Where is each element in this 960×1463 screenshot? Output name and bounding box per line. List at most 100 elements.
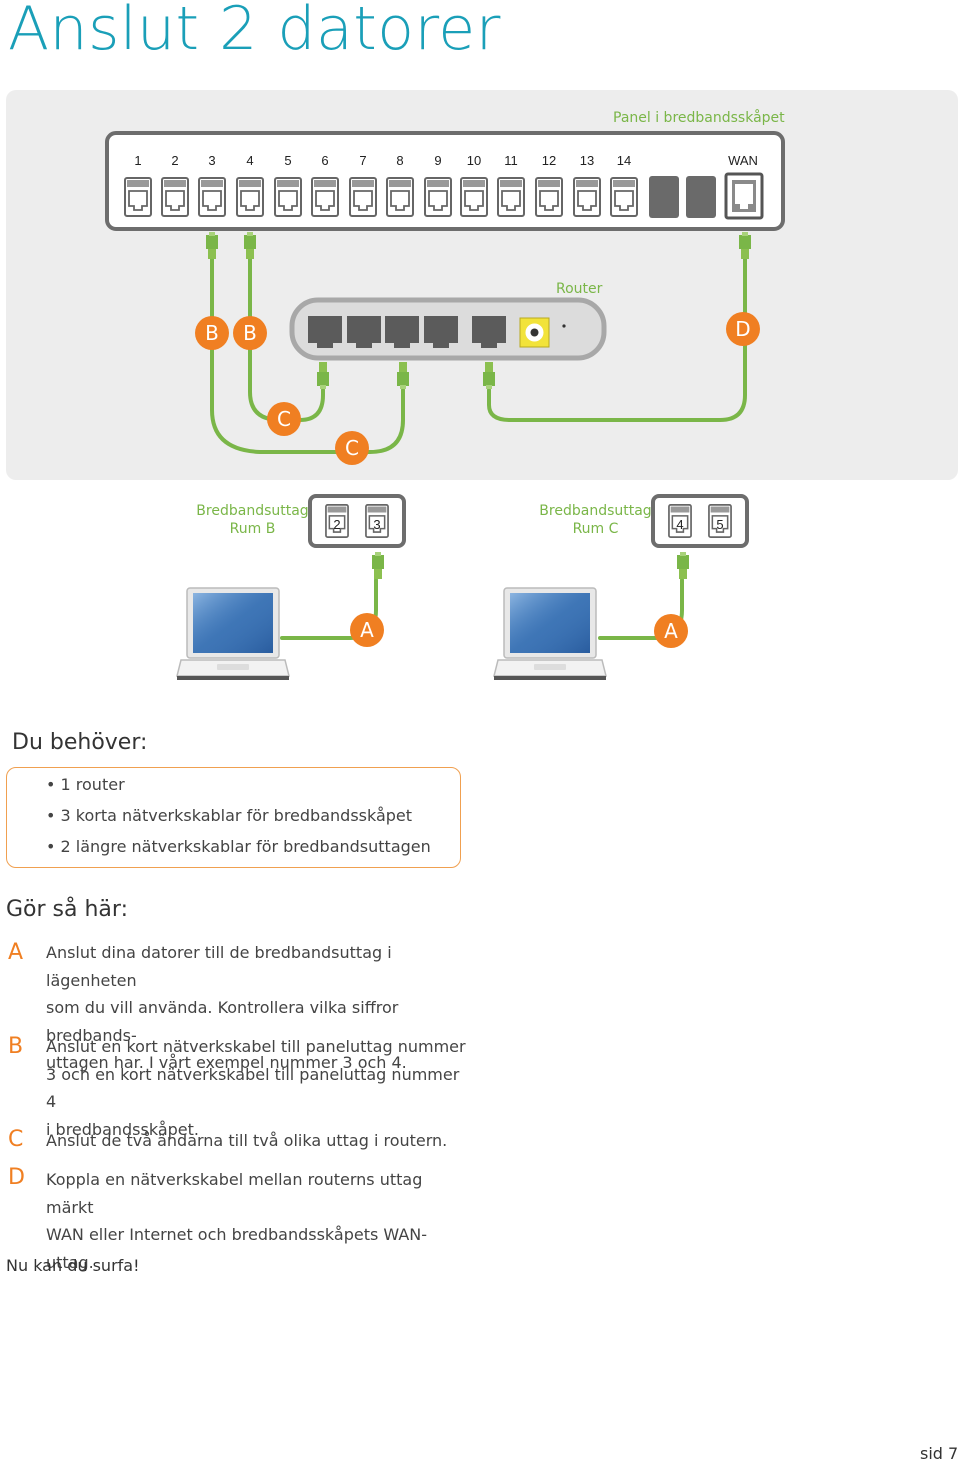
step-text-a: Anslut dina datorer till de bredbandsutt… [46, 939, 466, 1077]
panel-port-label: 2 [171, 153, 178, 168]
outlet-c-label-line2: Rum C [572, 521, 619, 537]
panel-port [198, 177, 226, 217]
outlet-b [308, 494, 406, 548]
cable-plug [739, 232, 751, 259]
marker-a [654, 614, 688, 648]
panel-port [274, 177, 302, 217]
need-heading: Du behöver: [12, 730, 148, 755]
marker-letter: B [243, 321, 257, 345]
step-letter-a: A [8, 940, 24, 965]
panel-port-label: 5 [284, 153, 291, 168]
marker-letter: A [664, 619, 678, 643]
step-line: som du vill använda. Kontrollera vilka s… [46, 998, 399, 1045]
need-item: • 1 router [46, 775, 125, 794]
panel-port [236, 177, 264, 217]
panel-port [349, 177, 377, 217]
cable-plug [677, 552, 689, 579]
step-letter-d: D [8, 1165, 25, 1190]
panel-port-label: 8 [396, 153, 403, 168]
step-line: Koppla en nätverkskabel mellan routerns … [46, 1170, 423, 1217]
outlet-port-number: 2 [333, 517, 340, 532]
marker-letter: C [277, 407, 291, 431]
network-diagram: 1 2 3 4 5 6 7 8 9 10 11 12 13 14 WAN [105, 131, 785, 681]
outlet-c-label-line1: Bredbandsuttag [539, 503, 652, 519]
router-power-port [519, 317, 550, 348]
cable-port3-router [210, 256, 405, 454]
step-line: 3 och en kort nätverkskabel till panelut… [46, 1064, 460, 1112]
cable-plug [397, 362, 409, 389]
marker-d [726, 312, 760, 346]
panel-port-label: 6 [321, 153, 328, 168]
panel-port [161, 177, 189, 217]
need-box [6, 767, 461, 868]
cable-plug [483, 362, 495, 389]
outlet-port-number: 3 [373, 517, 380, 532]
panel-port-label: 1 [134, 153, 141, 168]
panel-port [311, 177, 339, 217]
panel-port-label: 12 [542, 153, 556, 168]
outlet-port-number: 4 [676, 517, 683, 532]
router-power-center [530, 328, 539, 337]
step-letter-b: B [8, 1034, 24, 1059]
step-text-c: Anslut de två ändarna till två olika utt… [46, 1127, 466, 1155]
marker-letter: A [360, 618, 374, 642]
step-line: i bredbandsskåpet. [46, 1119, 199, 1139]
step-line: uttagen har. I vårt exempel nummer 3 och… [46, 1053, 407, 1072]
outlet-c-label: Bredbandsuttag Rum C [533, 503, 658, 537]
step-text-b: Anslut en kort nätverkskabel till panelu… [46, 1033, 466, 1143]
panel-port-label: 10 [467, 153, 481, 168]
panel-ports [124, 172, 764, 220]
blank-port [649, 176, 679, 218]
cable-plug [372, 552, 384, 579]
panel-port [497, 177, 525, 217]
need-item: • 3 korta nätverkskablar för bredbandssk… [46, 806, 413, 825]
panel-port-label: 13 [580, 153, 594, 168]
panel-port-numbers: 1 2 3 4 5 6 7 8 9 10 11 12 13 14 WAN [134, 153, 758, 168]
wan-label: WAN [728, 153, 758, 168]
markers [195, 312, 760, 648]
marker-letter: C [345, 436, 359, 460]
laptop-icon [493, 587, 607, 681]
howto-heading: Gör så här: [6, 897, 128, 922]
marker-letter: B [205, 321, 219, 345]
marker-b [195, 316, 229, 350]
step-text-d: Koppla en nätverkskabel mellan routerns … [46, 1166, 466, 1276]
cable-plug [206, 232, 218, 259]
panel-port [573, 177, 601, 217]
router-label: Router [556, 281, 603, 297]
cable-wan [487, 256, 747, 422]
panel-port [386, 177, 414, 217]
panel-port-label: 3 [208, 153, 215, 168]
laptop-icon [176, 587, 290, 681]
blank-port [686, 176, 716, 218]
outlet-c [651, 494, 749, 548]
step-line: Anslut dina datorer till de bredbandsutt… [46, 943, 392, 990]
cable-plug [244, 232, 256, 259]
closing-text: Nu kan du surfa! [6, 1256, 140, 1275]
router-led [562, 324, 566, 328]
outlet-b-label-line1: Bredbandsuttag [196, 503, 309, 519]
panel-port-label: 9 [434, 153, 441, 168]
step-line: WAN eller Internet och bredbandsskåpets … [46, 1225, 428, 1272]
outlet-b-label-line2: Rum B [229, 521, 276, 537]
panel-port-label: 14 [617, 153, 631, 168]
outlet-b-label: Bredbandsuttag Rum B [190, 503, 315, 537]
marker-c [335, 431, 369, 465]
page-number: sid 7 [920, 1444, 959, 1463]
panel-port [610, 177, 638, 217]
step-line: Anslut en kort nätverkskabel till panelu… [46, 1037, 466, 1056]
step-letter-c: C [8, 1127, 24, 1152]
marker-b [233, 316, 267, 350]
marker-c [267, 402, 301, 436]
wan-port-socket [735, 184, 753, 209]
panel-port [124, 177, 152, 217]
page-title: Anslut 2 datorer [8, 0, 501, 64]
outlet-port-number: 5 [716, 517, 723, 532]
step-line: Anslut de två ändarna till två olika utt… [46, 1131, 448, 1150]
need-item: • 2 längre nätverkskablar för bredbandsu… [46, 837, 431, 856]
panel-port [460, 177, 488, 217]
panel-label: Panel i bredbandsskåpet [613, 110, 785, 126]
marker-a [350, 613, 384, 647]
cable-plug [317, 362, 329, 389]
panel-port [535, 177, 563, 217]
